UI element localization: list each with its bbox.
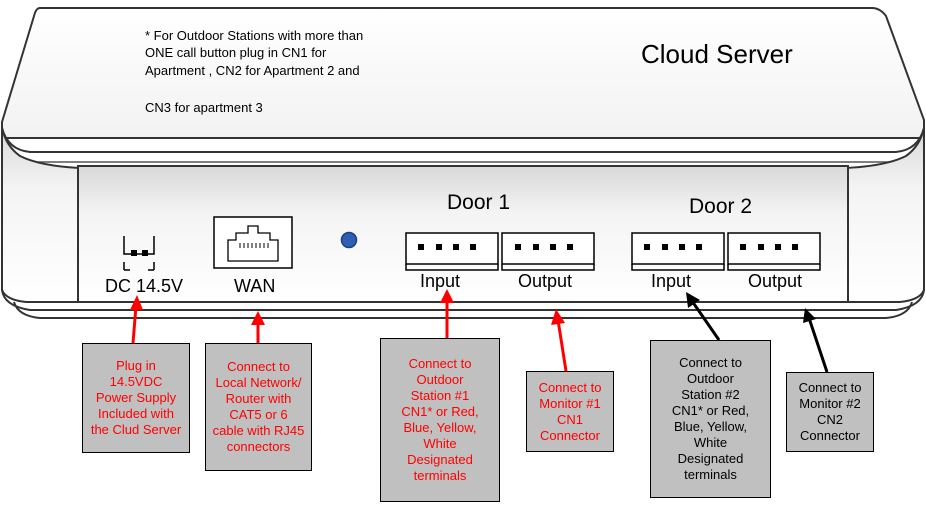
- callout-line: Power Supply: [95, 390, 177, 405]
- callout-line: 14.5VDC: [109, 374, 163, 389]
- door2-input-arrow: [686, 292, 721, 341]
- door1-input-label: Input: [420, 271, 461, 291]
- callout-line: terminals: [684, 467, 737, 482]
- callout-line: White: [693, 435, 728, 450]
- door1-output-label: Output: [518, 271, 573, 291]
- door2-output-label: Output: [748, 271, 803, 291]
- callout-line: Monitor #2: [799, 396, 861, 411]
- wan-rj45-port: [213, 216, 293, 269]
- callout-line: Outdoor: [687, 371, 734, 386]
- note-line: ONE call button plug in CN1 for: [145, 45, 327, 60]
- callout-line: the Clud Server: [90, 422, 182, 437]
- status-led-icon: [340, 231, 358, 249]
- device-title: Cloud Server: [641, 39, 793, 69]
- callout-line: Connect to: [538, 379, 602, 395]
- door1-output-connector: [501, 232, 595, 271]
- callout-line: terminals: [413, 468, 467, 483]
- callout-line: connectors: [226, 439, 291, 454]
- door2-input-callout: Connect to Outdoor Station #2 CN1* or Re…: [650, 340, 771, 498]
- wan-callout: Connect to Local Network/ Router with CA…: [205, 343, 312, 471]
- door2-output-connector: [727, 232, 821, 271]
- door2-label: Door 2: [689, 195, 753, 218]
- callout-line: Connect to: [227, 359, 290, 374]
- callout-line: Blue, Yellow,: [403, 420, 477, 435]
- wan-arrow: [251, 311, 265, 343]
- callout-line: Blue, Yellow,: [673, 419, 747, 434]
- power-arrow: [130, 295, 143, 344]
- device-left-side: [1, 127, 81, 303]
- power-callout: Plug in 14.5VDC Power Supply Included wi…: [82, 343, 190, 453]
- callout-line: CN1: [556, 411, 583, 427]
- callout-line: cable with RJ45: [212, 423, 305, 438]
- callout-line: CN1* or Red,: [671, 403, 750, 418]
- callout-line: Connect to: [408, 356, 472, 371]
- callout-line: Station #1: [410, 388, 470, 403]
- callout-line: Router with: [225, 391, 292, 406]
- callout-line: Station #2: [681, 387, 740, 402]
- callout-line: Included with: [98, 406, 174, 421]
- callout-line: Designated: [677, 451, 744, 466]
- door1-input-arrow: [440, 289, 454, 338]
- callout-line: Connector: [800, 428, 860, 443]
- callout-line: Connect to: [798, 380, 862, 395]
- door2-input-connector: [631, 232, 725, 271]
- dc-power-jack: [123, 236, 155, 271]
- dc-port-label: DC 14.5V: [105, 276, 184, 296]
- door2-output-callout: Connect to Monitor #2 CN2 Connector: [786, 372, 874, 452]
- wan-port-label: WAN: [234, 276, 276, 296]
- callout-line: CN1* or Red,: [401, 404, 479, 419]
- door1-input-callout: Connect to Outdoor Station #1 CN1* or Re…: [380, 338, 500, 502]
- note-line: Apartment , CN2 for Apartment 2 and: [145, 63, 360, 78]
- callout-line: CAT5 or 6: [229, 407, 288, 422]
- door1-label: Door 1: [447, 191, 511, 214]
- callout-line: Local Network/: [215, 375, 302, 390]
- door1-input-connector: [405, 232, 499, 271]
- door2-output-arrow: [803, 308, 829, 373]
- callout-line: Connect to: [679, 355, 742, 370]
- callout-line: Designated: [407, 452, 473, 467]
- door1-output-arrow: [551, 309, 568, 372]
- device-top-lid: [1, 7, 925, 139]
- callout-line: Monitor #1: [539, 395, 601, 411]
- device-right-side: [845, 127, 925, 303]
- note-line: CN3 for apartment 3: [145, 100, 263, 115]
- callout-line: CN2: [816, 412, 843, 427]
- door1-output-callout: Connect to Monitor #1 CN1 Connector: [526, 371, 614, 452]
- callout-line: Plug in: [116, 358, 156, 373]
- door2-input-label: Input: [651, 271, 692, 291]
- note-line: * For Outdoor Stations with more than: [145, 28, 364, 43]
- callout-line: Outdoor: [416, 372, 464, 387]
- callout-line: White: [423, 436, 457, 451]
- callout-line: Connector: [540, 427, 600, 443]
